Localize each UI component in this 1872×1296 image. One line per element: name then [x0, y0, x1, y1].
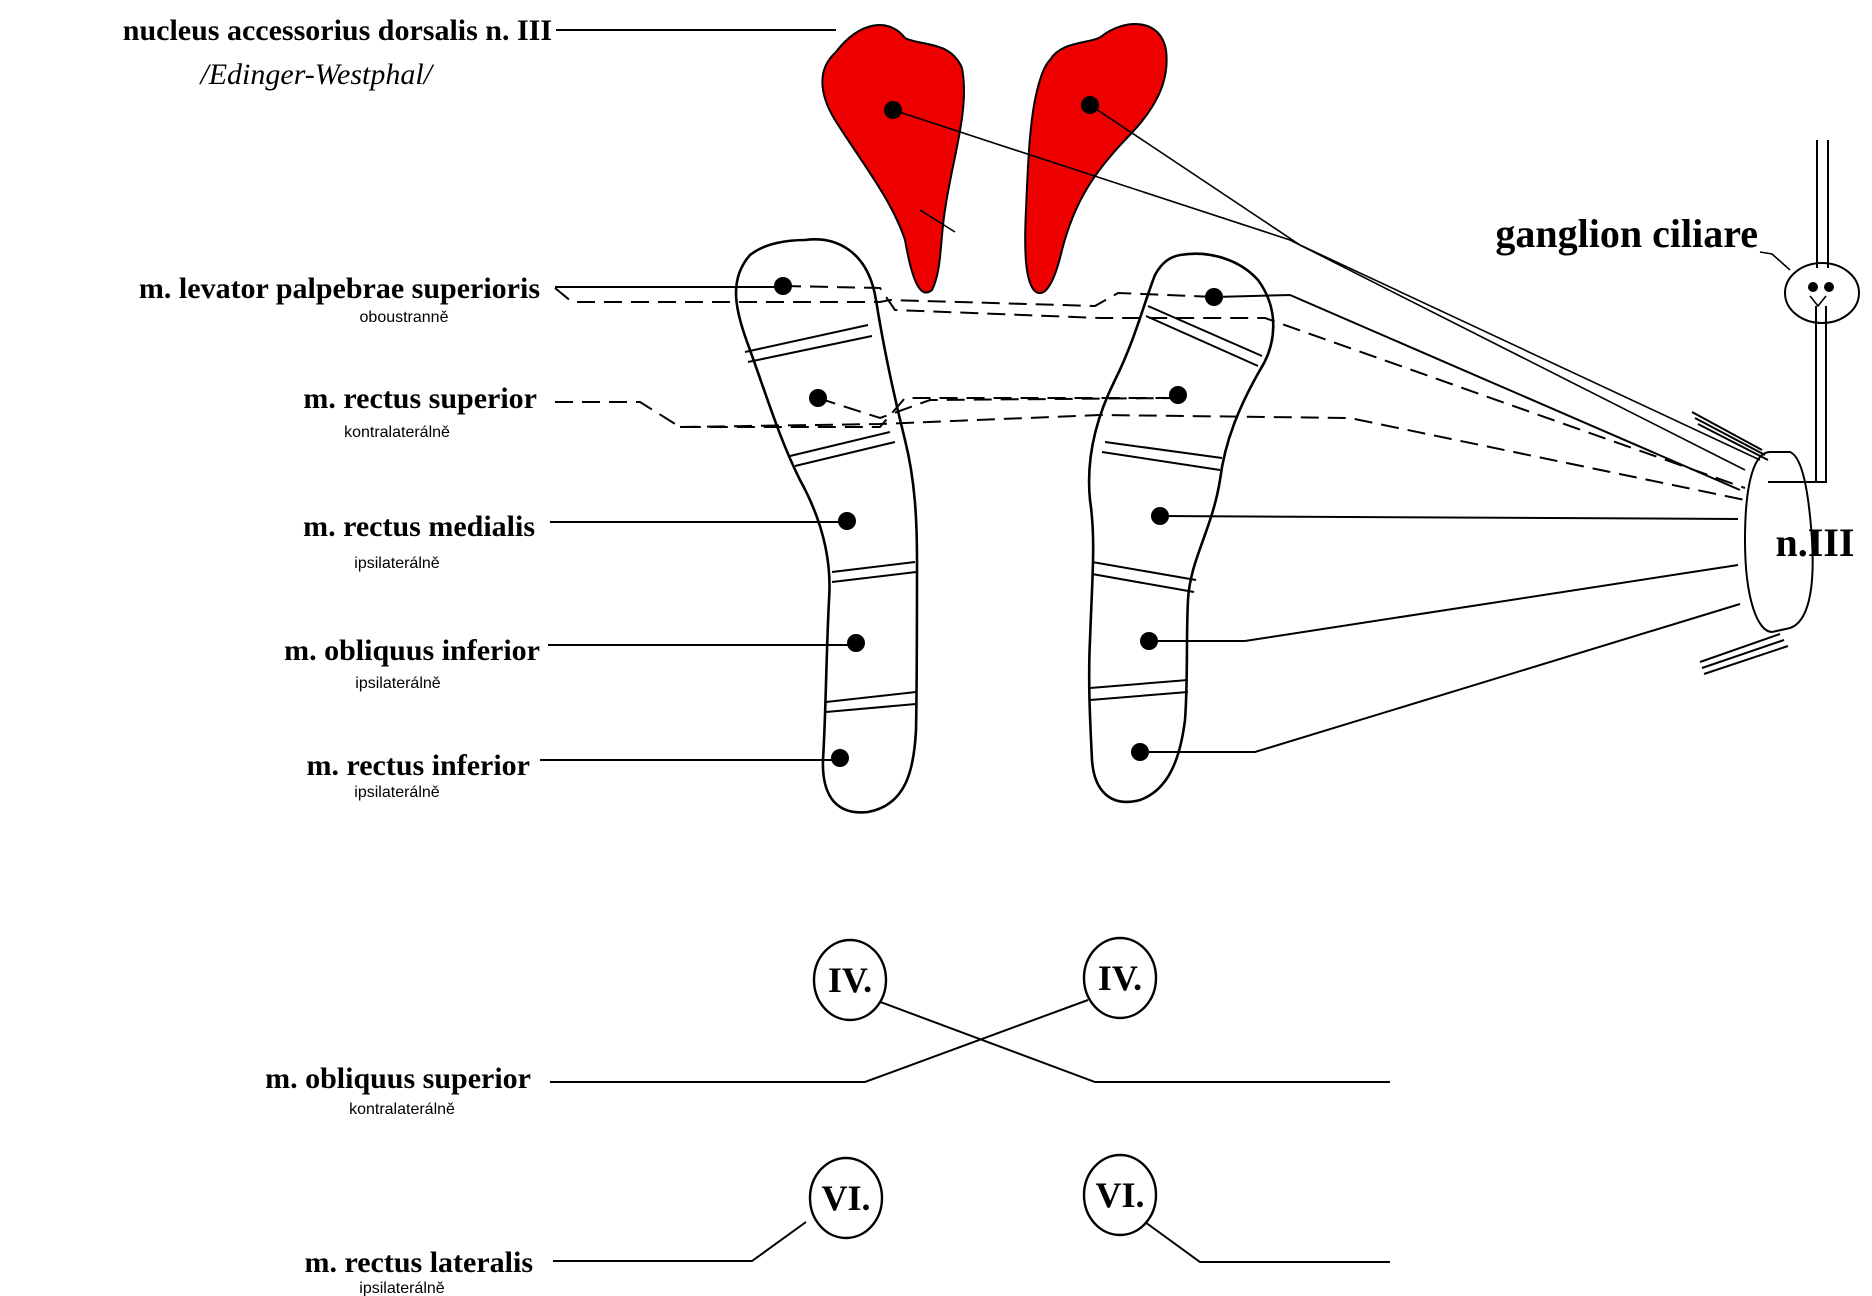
dot-rectus-superior-right: [1169, 386, 1187, 404]
obliquus-inferior-note: ipsilaterálně: [355, 675, 440, 692]
nucleus-iv-right-label: IV.: [1098, 958, 1142, 998]
rectus-lateralis-note: ipsilaterálně: [359, 1280, 444, 1296]
obliquus-inferior-label: m. obliquus inferior: [284, 634, 540, 667]
rectus-superior-label: m. rectus superior: [303, 382, 537, 415]
nucleus-vi-right-label: VI.: [1095, 1175, 1144, 1215]
oculomotor-column-left: [736, 239, 917, 812]
rectus-superior-note: kontralaterálně: [344, 424, 450, 441]
edinger-westphal-label: nucleus accessorius dorsalis n. III: [123, 14, 552, 47]
trochlear-abducens-lines: [550, 1000, 1390, 1262]
rectus-medialis-note: ipsilaterálně: [354, 555, 439, 572]
edinger-fibres: [893, 105, 1760, 470]
edinger-westphal-sublabel: /Edinger-Westphal/: [198, 58, 434, 91]
levator-label: m. levator palpebrae superioris: [139, 272, 540, 305]
obliquus-superior-label: m. obliquus superior: [265, 1062, 531, 1095]
nerve-iii-label: n.III: [1776, 520, 1855, 565]
rectus-medialis-label: m. rectus medialis: [303, 510, 535, 543]
ganglion-ciliare-label: ganglion ciliare: [1495, 211, 1758, 256]
oculomotor-column-right: [1089, 254, 1273, 802]
dot-obliquus-inferior-left: [847, 634, 865, 652]
rectus-lateralis-label: m. rectus lateralis: [304, 1246, 533, 1279]
edinger-westphal-nucleus-right: [1025, 24, 1166, 293]
dot-rectus-inferior-left: [831, 749, 849, 767]
levator-note: oboustranně: [360, 309, 449, 326]
nucleus-vi-left-label: VI.: [821, 1178, 870, 1218]
nucleus-iv-left-label: IV.: [828, 960, 872, 1000]
ganglion-ciliare: [1760, 140, 1859, 482]
rectus-inferior-note: ipsilaterálně: [354, 784, 439, 801]
obliquus-superior-note: kontralaterálně: [349, 1101, 455, 1118]
rectus-inferior-label: m. rectus inferior: [306, 749, 530, 782]
